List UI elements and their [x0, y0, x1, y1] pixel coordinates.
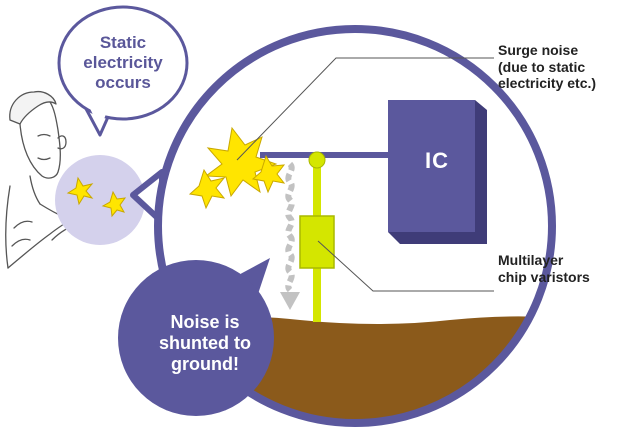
noise-shunted-text: Noise is shunted to ground!: [159, 312, 251, 375]
spark-icon: [66, 176, 127, 218]
noise-shunted-bubble: [118, 258, 274, 416]
spark-icon: [188, 126, 286, 210]
discharge-arrow: [280, 161, 300, 310]
signal-trace: [260, 152, 390, 158]
ic-chip-icon: [388, 100, 487, 244]
junction-node: [308, 151, 326, 169]
varistor-icon: [299, 215, 335, 269]
leader-lines: [236, 57, 494, 292]
hand-highlight-circle: [55, 155, 145, 245]
ic-label: IC: [425, 148, 449, 173]
surge-noise-label: Surge noise (due to static electricity e…: [498, 42, 597, 92]
multilayer-varistors-label: Multilayer chip varistors: [498, 252, 590, 285]
static-electricity-bubble: [57, 5, 189, 137]
static-electricity-text: Static electricity occurs: [83, 33, 163, 93]
